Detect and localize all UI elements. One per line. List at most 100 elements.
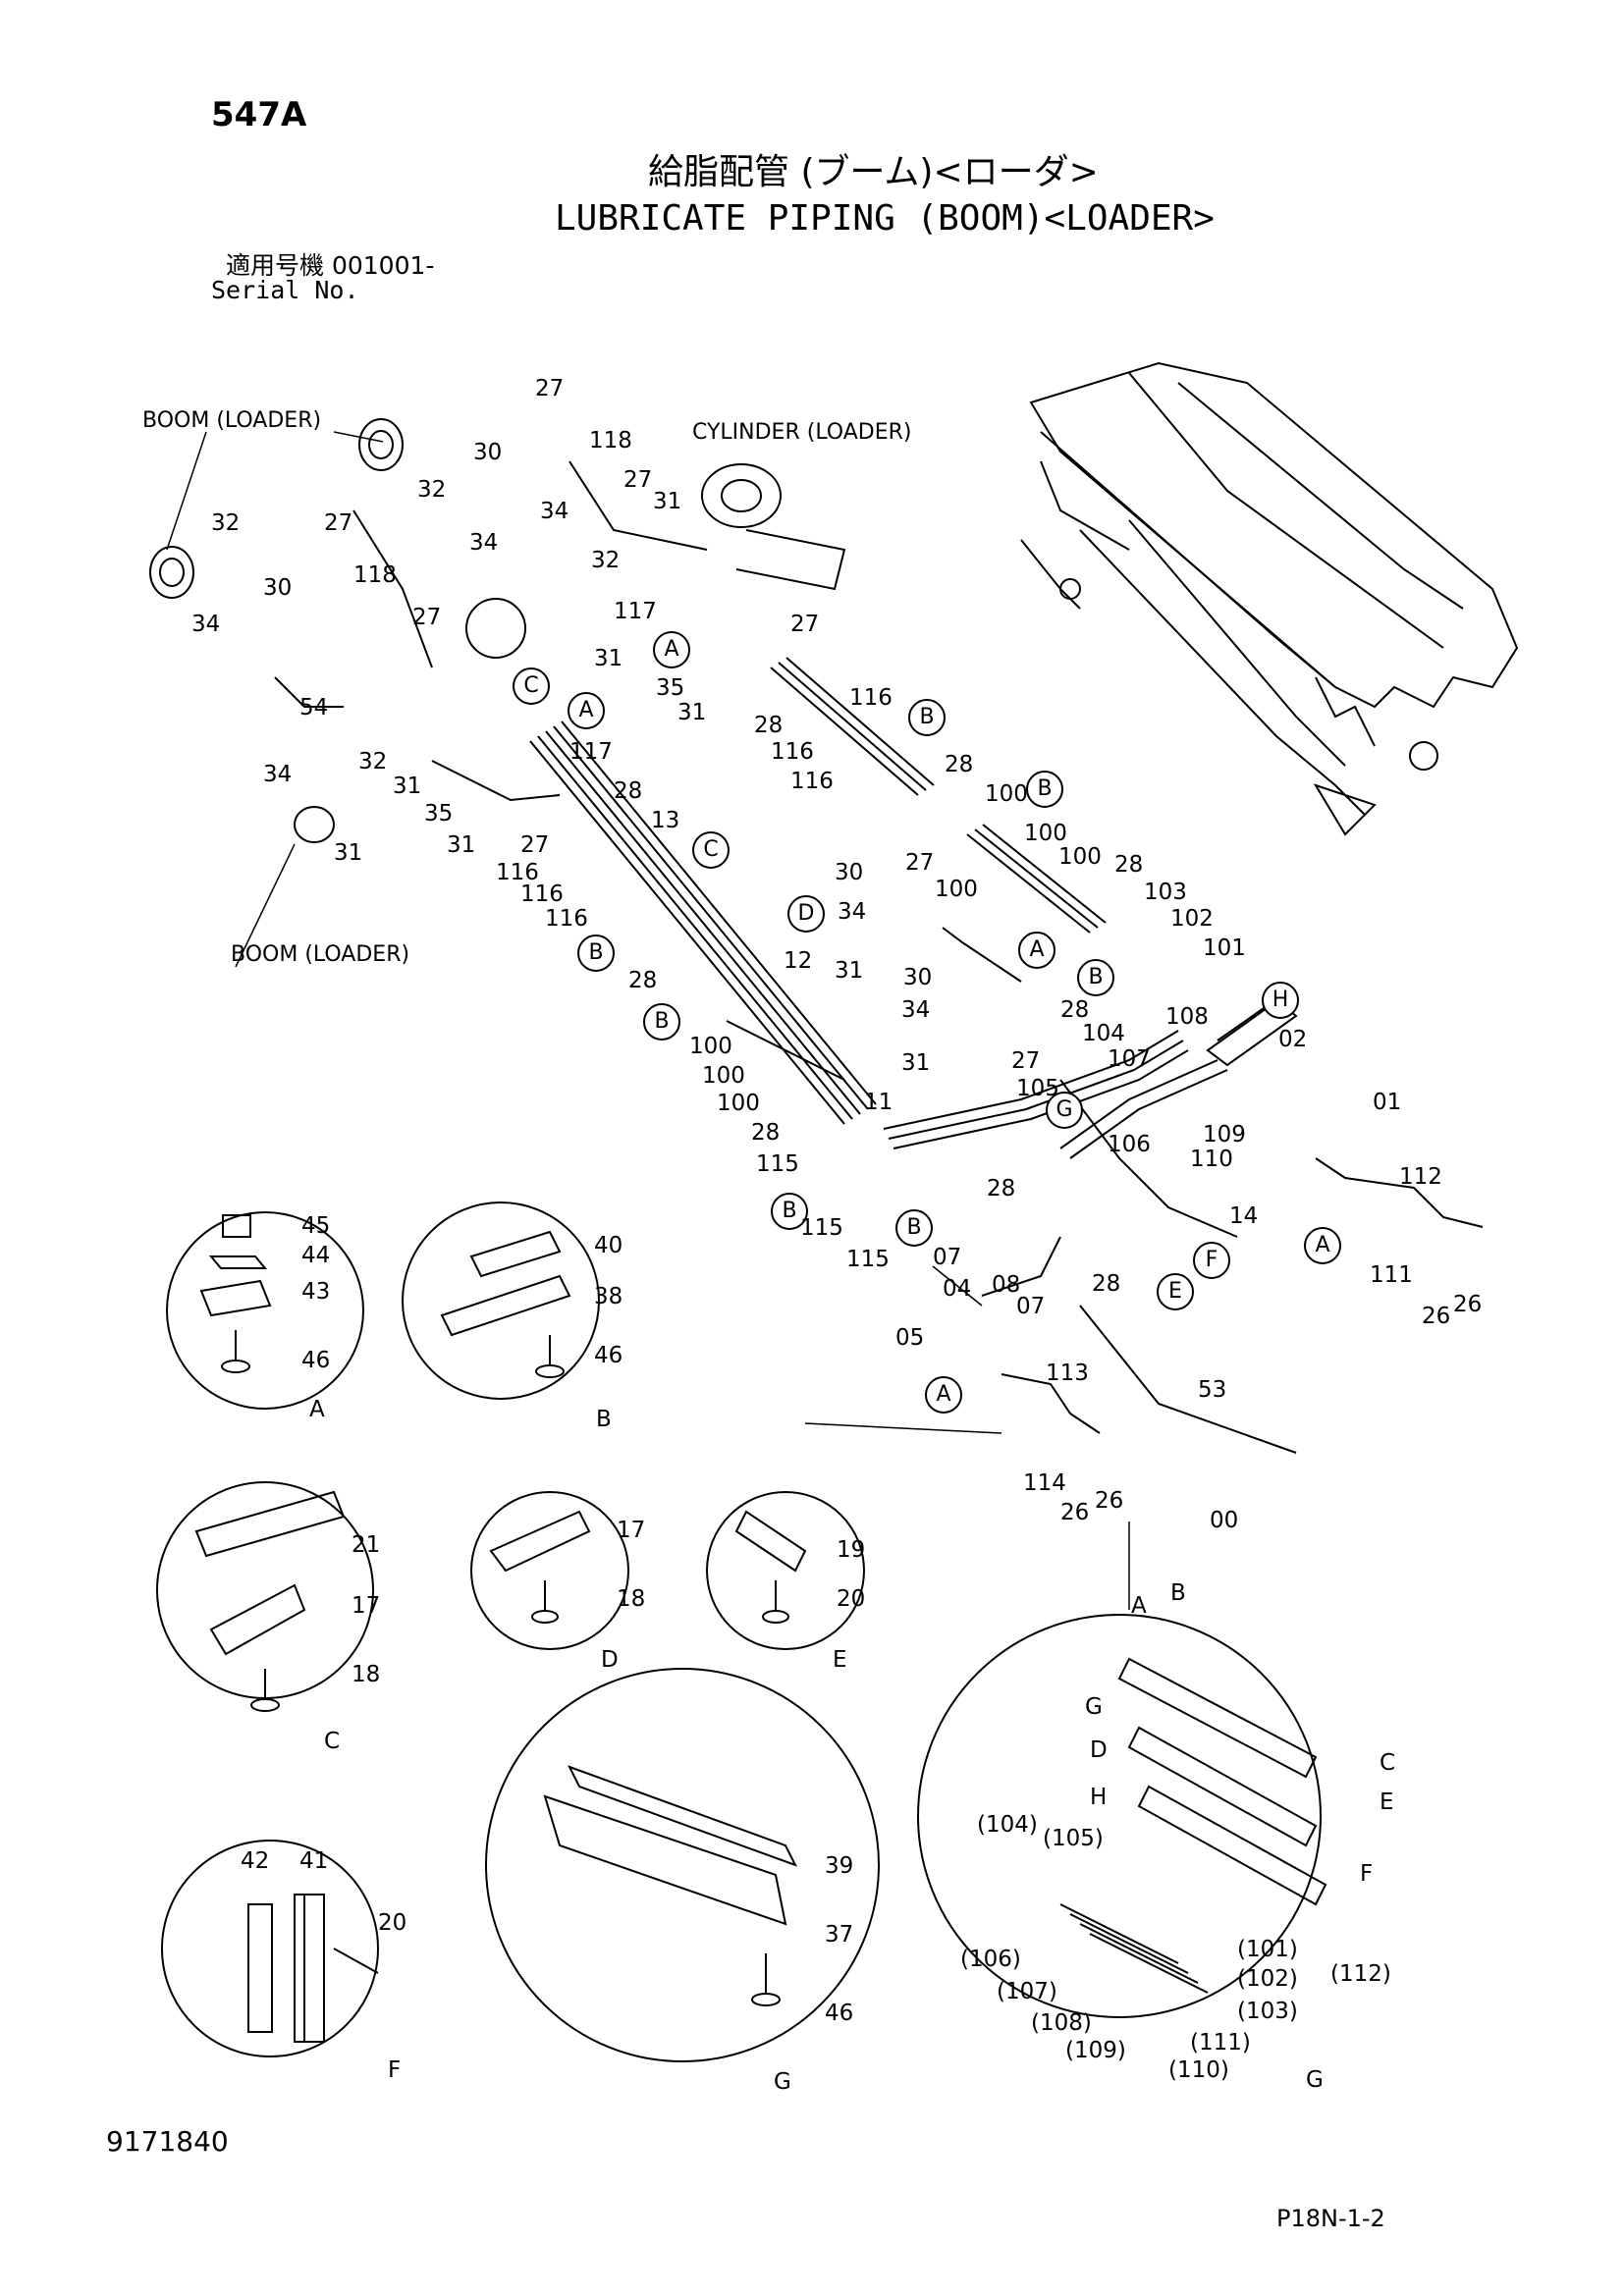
part-label: 106 (1108, 1132, 1151, 1157)
part-label: 41 (299, 1848, 329, 1874)
part-label: 02 (1278, 1027, 1308, 1052)
part-label: 53 (1198, 1377, 1227, 1403)
part-label: 07 (1016, 1294, 1046, 1319)
part-label: 13 (651, 808, 680, 833)
part-label: 01 (1373, 1090, 1402, 1115)
page-number: 547A (211, 95, 307, 134)
callout-a: A (1304, 1227, 1341, 1264)
part-label: 11 (864, 1090, 893, 1115)
part-label: F (1360, 1861, 1374, 1887)
part-label: 43 (301, 1279, 331, 1305)
part-label: 32 (358, 749, 388, 774)
part-label: 54 (299, 695, 329, 721)
part-label: 19 (837, 1537, 866, 1563)
part-label: 28 (1114, 852, 1144, 878)
callout-c: C (513, 667, 550, 705)
part-label: 04 (943, 1276, 972, 1302)
part-label: 110 (1190, 1147, 1233, 1172)
part-label: 31 (901, 1050, 931, 1076)
part-label: 42 (241, 1848, 270, 1874)
part-label: 113 (1046, 1361, 1089, 1386)
part-label: 28 (751, 1120, 781, 1146)
detail-letter: D (601, 1647, 619, 1673)
part-label: 112 (1399, 1164, 1442, 1190)
part-label: 26 (1422, 1304, 1451, 1329)
part-label: 28 (614, 778, 643, 804)
part-label: 108 (1165, 1004, 1209, 1030)
part-label: 116 (790, 769, 834, 794)
part-label: 35 (656, 675, 685, 701)
callout-h: H (1262, 982, 1299, 1019)
part-label: 27 (412, 605, 442, 630)
part-label: D (1090, 1737, 1108, 1763)
part-label: 27 (520, 832, 550, 858)
part-label: (103) (1237, 1999, 1298, 2024)
part-label: 18 (352, 1662, 381, 1687)
part-label: 102 (1170, 906, 1214, 932)
part-label: 21 (352, 1532, 381, 1558)
part-label: 28 (628, 968, 658, 993)
part-label: 37 (825, 1922, 854, 1948)
callout-e: E (1157, 1273, 1194, 1310)
part-label: 28 (987, 1176, 1016, 1201)
callout-b: B (643, 1003, 680, 1041)
part-label: 27 (905, 850, 935, 876)
part-label: 32 (211, 510, 241, 536)
detail-letter: B (596, 1407, 612, 1432)
detail-letter: G (1306, 2067, 1324, 2093)
callout-c: C (692, 831, 730, 869)
detail-g-right-parts (1059, 1657, 1327, 1994)
part-label: 28 (754, 713, 784, 738)
boom-bushings (149, 418, 526, 843)
part-label: 46 (825, 2001, 854, 2026)
part-label: 116 (520, 881, 564, 907)
part-label: (111) (1190, 2030, 1251, 2056)
part-label: 34 (469, 530, 499, 556)
part-label: (108) (1031, 2010, 1092, 2036)
part-label: 116 (771, 739, 814, 765)
part-label: 31 (334, 840, 363, 866)
part-label: 39 (825, 1853, 854, 1879)
part-label: 20 (837, 1586, 866, 1612)
part-label: 115 (846, 1247, 890, 1272)
detail-d-parts (489, 1510, 591, 1624)
part-label: 116 (496, 860, 539, 885)
part-label: (112) (1330, 1961, 1391, 1987)
part-label: 40 (594, 1233, 623, 1258)
part-label: 116 (849, 685, 893, 711)
part-label: 31 (447, 832, 476, 858)
part-label: 117 (569, 739, 613, 765)
part-label: (106) (960, 1947, 1021, 1972)
serial-label-english: Serial No. (211, 276, 359, 304)
detail-letter: G (774, 2069, 791, 2095)
callout-b: B (1077, 959, 1114, 996)
part-label: 34 (838, 899, 867, 925)
part-label: 38 (594, 1284, 623, 1309)
leader-lines (166, 431, 1130, 1610)
part-label: 08 (992, 1272, 1021, 1298)
detail-a-parts (199, 1214, 272, 1373)
part-label: 05 (895, 1325, 925, 1351)
part-label: 17 (352, 1593, 381, 1619)
part-label: 100 (717, 1091, 760, 1116)
part-label: (110) (1168, 2057, 1229, 2083)
part-label: 07 (933, 1245, 962, 1270)
part-label: 31 (677, 700, 707, 725)
part-label: 100 (985, 781, 1028, 807)
callout-a: A (568, 692, 605, 729)
part-label: 44 (301, 1243, 331, 1268)
drawing-number: 9171840 (106, 2125, 229, 2158)
callout-b: B (1026, 771, 1063, 808)
title-english: LUBRICATE PIPING (BOOM)<LOADER> (555, 198, 1215, 239)
part-label: (109) (1065, 2038, 1126, 2063)
part-label: 116 (545, 906, 588, 932)
callout-a: A (925, 1376, 962, 1414)
part-label: 14 (1229, 1203, 1259, 1229)
part-label: 31 (653, 489, 682, 514)
part-label: 103 (1144, 880, 1187, 905)
part-label: E (1380, 1789, 1394, 1815)
callout-d: D (787, 895, 825, 933)
part-label: 115 (756, 1151, 799, 1177)
part-label: 32 (591, 548, 621, 573)
